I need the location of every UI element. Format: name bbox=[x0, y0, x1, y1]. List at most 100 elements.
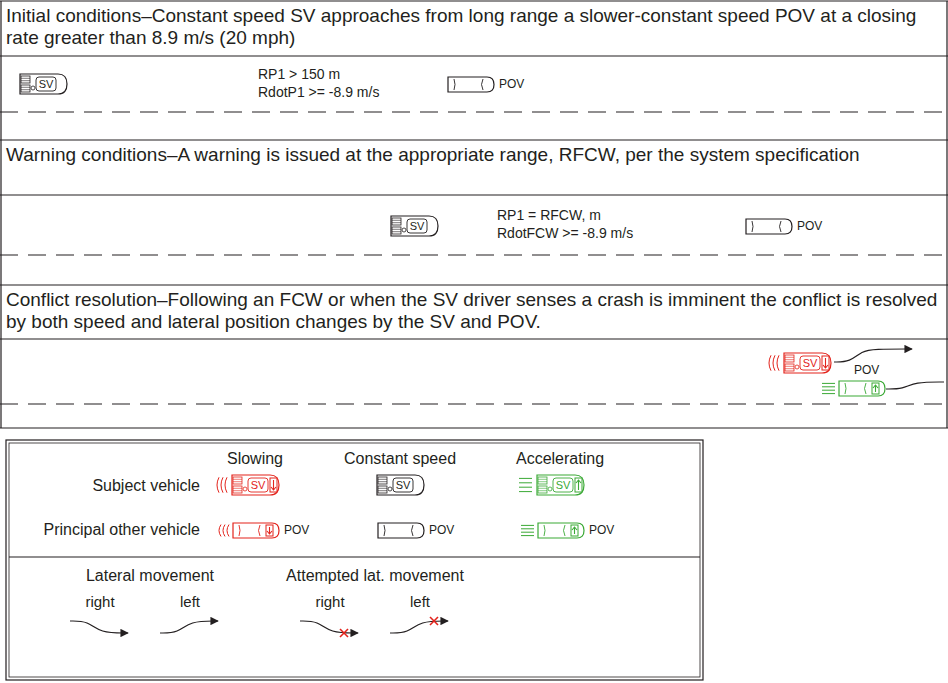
speed-lines bbox=[521, 525, 534, 526]
legend-box bbox=[6, 440, 703, 680]
lateral-movement-arrows bbox=[70, 349, 944, 637]
vehicle-body bbox=[769, 353, 831, 373]
rear-light-line bbox=[392, 222, 401, 223]
frame-rule bbox=[0, 0, 948, 1]
rear-light-line bbox=[785, 357, 794, 358]
blocked-mark bbox=[430, 617, 438, 625]
cabin-outline bbox=[36, 77, 56, 91]
rear-light-line bbox=[538, 481, 547, 482]
speed-indicator bbox=[571, 525, 578, 536]
slowing-marks bbox=[773, 355, 775, 370]
windshield bbox=[482, 79, 484, 90]
subject-vehicle: SV bbox=[18, 73, 68, 95]
other-vehicle: POV bbox=[745, 218, 793, 235]
blocked-mark bbox=[430, 617, 438, 625]
rear-light bbox=[233, 477, 242, 484]
legend-heading: Slowing bbox=[227, 450, 283, 468]
lateral-movement-arrow bbox=[300, 621, 358, 633]
rear-light-line bbox=[378, 488, 387, 489]
vehicle-outline bbox=[377, 475, 424, 495]
rear-light-line bbox=[785, 359, 794, 360]
road-edge bbox=[0, 139, 948, 140]
panel-heading: Warning conditions–A warning is issued a… bbox=[6, 144, 938, 166]
lane-divider bbox=[0, 254, 948, 255]
vehicle-body bbox=[448, 77, 494, 92]
slowing-marks bbox=[225, 477, 227, 492]
rear-light-line bbox=[785, 366, 794, 367]
vehicle-body bbox=[521, 523, 584, 538]
rear-light-line bbox=[21, 78, 30, 79]
speed-lines bbox=[822, 383, 835, 384]
scenario-panel: Warning conditions–A warning is issued a… bbox=[0, 140, 948, 285]
speed-lines bbox=[521, 528, 534, 529]
vehicle-outline bbox=[20, 74, 67, 94]
rear-light bbox=[21, 76, 30, 83]
lateral-movement-arrow bbox=[886, 382, 944, 389]
indicator-arrow bbox=[578, 480, 579, 490]
vehicle-outline bbox=[538, 523, 584, 538]
legend-heading: Attempted lat. movement bbox=[286, 567, 464, 585]
other-vehicle: POV bbox=[377, 522, 425, 539]
other-vehicle: POV bbox=[447, 76, 495, 93]
cabin-outline bbox=[407, 219, 427, 233]
vehicle-body bbox=[219, 523, 279, 538]
lane-divider bbox=[0, 403, 948, 404]
speed-indicator bbox=[266, 525, 273, 536]
speed-lines bbox=[519, 487, 532, 488]
speed-lines bbox=[822, 393, 835, 394]
rear-light bbox=[233, 486, 242, 493]
vehicle-body bbox=[377, 475, 424, 495]
road-edge bbox=[0, 427, 948, 428]
rear-light bbox=[378, 477, 387, 484]
vehicle-body bbox=[746, 219, 792, 234]
speed-indicator bbox=[872, 383, 879, 394]
rear-light-line bbox=[785, 368, 794, 369]
slowing-marks bbox=[223, 525, 225, 537]
rear-window bbox=[752, 221, 753, 232]
legend-heading: Lateral movement bbox=[86, 567, 214, 585]
speed-indicator bbox=[270, 478, 277, 492]
rear-light-line bbox=[21, 89, 30, 90]
indicator-arrow-head bbox=[873, 385, 878, 388]
windshield bbox=[259, 525, 261, 536]
vehicle-label: SV bbox=[553, 478, 573, 492]
lateral-movement-arrow bbox=[160, 621, 218, 633]
cabin-outline bbox=[248, 478, 268, 492]
legend-label: left bbox=[180, 593, 200, 610]
road-edge bbox=[0, 55, 948, 56]
vehicle-label: POV bbox=[284, 523, 309, 537]
subject-vehicle: SV bbox=[389, 215, 439, 237]
other-vehicle: POV bbox=[232, 522, 280, 539]
vehicle-label: SV bbox=[36, 77, 56, 91]
vehicle-outline bbox=[391, 216, 438, 236]
speed-lines bbox=[822, 386, 835, 387]
slowing-marks bbox=[221, 477, 223, 492]
indicator-arrow-head bbox=[267, 531, 272, 534]
rear-light bbox=[538, 486, 547, 493]
range-rate-label: RdotP1 >= -8.9 m/s bbox=[258, 84, 379, 100]
vehicle-outline bbox=[784, 353, 831, 373]
panel-heading: Initial conditions–Constant speed SV app… bbox=[6, 5, 938, 49]
indicator-arrow-head bbox=[572, 527, 577, 530]
rear-window bbox=[454, 79, 455, 90]
rear-light-line bbox=[233, 488, 242, 489]
slowing-marks bbox=[227, 525, 229, 537]
vehicle-body bbox=[822, 381, 885, 396]
subject-vehicle: SV bbox=[535, 474, 585, 496]
rear-light-line bbox=[378, 490, 387, 491]
vehicle-body bbox=[391, 216, 438, 236]
rear-window bbox=[239, 525, 240, 536]
rear-light-line bbox=[378, 479, 387, 480]
vehicle-label: SV bbox=[407, 219, 427, 233]
indicator-arrow-head bbox=[271, 487, 276, 490]
subject-vehicle: SV bbox=[782, 352, 832, 374]
rear-light bbox=[538, 477, 547, 484]
vehicle-body bbox=[378, 523, 424, 538]
rear-window bbox=[384, 525, 385, 536]
scenario-panel: Conflict resolution–Following an FCW or … bbox=[0, 285, 948, 428]
cabin-outline bbox=[393, 478, 413, 492]
driver-mark bbox=[548, 487, 552, 491]
rear-light-line bbox=[378, 481, 387, 482]
other-vehicle-icon bbox=[537, 522, 585, 539]
rear-window bbox=[845, 383, 846, 394]
